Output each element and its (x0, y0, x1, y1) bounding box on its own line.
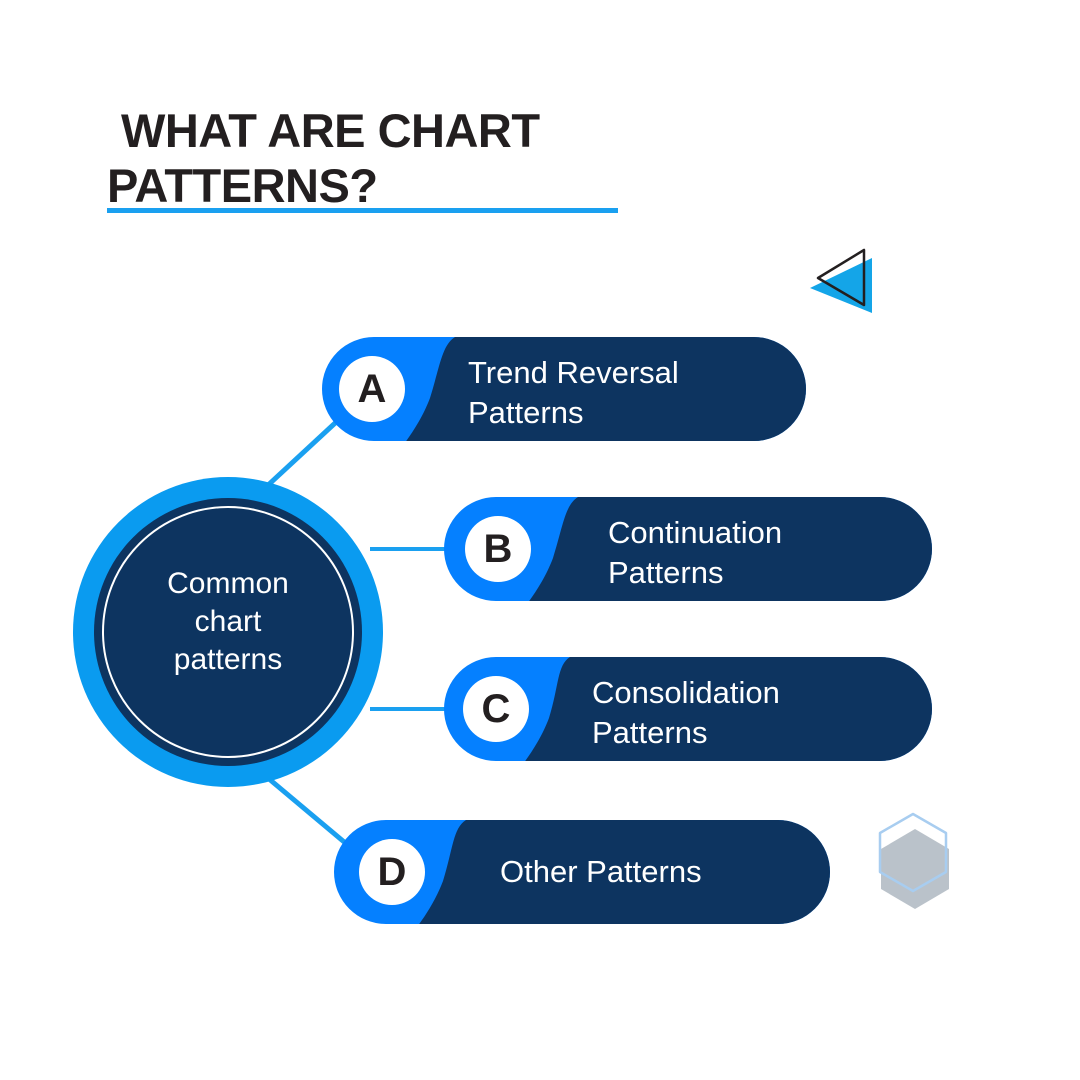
branch-a-badge-circle (339, 356, 405, 422)
branch-node-d[interactable] (334, 820, 860, 938)
hub-node[interactable] (73, 477, 383, 787)
branch-node-c[interactable] (444, 657, 955, 775)
title-underline (107, 208, 618, 213)
branch-d-pill-navy (408, 820, 830, 924)
branch-a-pill-navy (395, 337, 806, 441)
branch-c-badge-circle (463, 676, 529, 742)
branch-node-b[interactable] (444, 497, 955, 615)
branch-d-badge-circle (359, 839, 425, 905)
hexagon-outline-icon (878, 812, 948, 893)
triangle-marker (810, 248, 872, 313)
branch-b-badge-circle (465, 516, 531, 582)
hexagon-marker (878, 812, 949, 909)
branch-c-pill-navy (514, 657, 932, 761)
page-title: WHAT ARE CHART PATTERNS? (107, 104, 540, 212)
header-block: WHAT ARE CHART PATTERNS? (107, 104, 727, 213)
hub-inner-fill (94, 498, 362, 766)
triangle-outline-icon (816, 248, 866, 307)
hexagon-fill-icon (881, 829, 949, 909)
branch-node-a[interactable] (322, 337, 830, 455)
branch-b-pill-navy (518, 497, 932, 601)
hub-inner-outline (102, 506, 354, 758)
